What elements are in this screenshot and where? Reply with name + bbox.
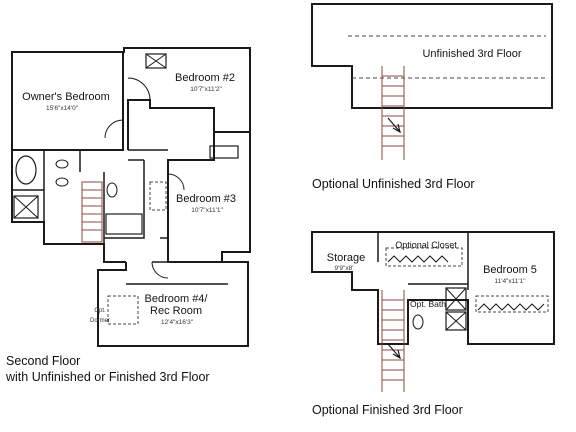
finished-floor-walls bbox=[311, 231, 555, 345]
storage-dim: 9'9"x8' bbox=[335, 265, 354, 272]
opt-bath-vanity-x bbox=[445, 311, 467, 331]
bedroom3-label: Bedroom #3 bbox=[176, 193, 236, 205]
opt-bath-shower-x bbox=[445, 287, 467, 311]
bath-dashed-outline bbox=[149, 181, 167, 211]
finished-stair bbox=[381, 290, 405, 392]
bedroom4-label-line2: Rec Room bbox=[150, 305, 202, 317]
unfinished-3rd-floor-plan bbox=[311, 3, 553, 160]
opt-bath-label: Opt. Bath bbox=[410, 299, 446, 309]
opt-dormer-label-line2: Dormer bbox=[90, 318, 110, 324]
opt-bath-toilet bbox=[412, 314, 424, 330]
unfinished-3rd-floor-label: Unfinished 3rd Floor bbox=[422, 48, 521, 60]
second-floor-caption-line2: with Unfinished or Finished 3rd Floor bbox=[6, 370, 210, 384]
second-floor-plan bbox=[11, 47, 251, 347]
finished-stair-arrow bbox=[387, 343, 401, 360]
opt-dormer-label-line1: Opt. bbox=[94, 308, 106, 314]
closet-bedroom3 bbox=[105, 213, 143, 235]
bedroom3-walls bbox=[167, 132, 251, 263]
bedroom4-dim: 12'4"x16'3" bbox=[161, 319, 194, 326]
opt-bath-vanity bbox=[445, 311, 467, 331]
owners-bath-walls bbox=[11, 150, 126, 263]
vanity-sink-2 bbox=[55, 177, 69, 187]
door-swing-owners bbox=[104, 119, 124, 139]
closet-bedroom2 bbox=[145, 53, 167, 69]
bedroom2-walls bbox=[123, 47, 251, 150]
owners-bedroom-dim: 15'6"x14'0" bbox=[46, 105, 79, 112]
owners-bedroom-label: Owner's Bedroom bbox=[22, 91, 110, 103]
opt-closet-label: Optional Closet bbox=[395, 240, 457, 250]
opt-closet-zigzag bbox=[387, 255, 449, 263]
owners-shower bbox=[13, 195, 39, 219]
owners-tub bbox=[15, 155, 37, 185]
unfinished-attic-ridge bbox=[348, 35, 546, 79]
bedroom3-dim: 10'7"x11'1" bbox=[191, 207, 223, 214]
bedroom5-dim: 11'4"x11'1" bbox=[494, 278, 526, 285]
closet-bedroom2-x bbox=[145, 53, 167, 69]
owners-bath-inner bbox=[12, 150, 105, 244]
bedroom4-partition bbox=[126, 261, 228, 285]
finished-3rd-floor-caption: Optional Finished 3rd Floor bbox=[312, 403, 463, 417]
opt-bath-shower bbox=[445, 287, 467, 311]
storage-label: Storage bbox=[327, 252, 366, 264]
door-swing-bedroom4 bbox=[151, 261, 169, 279]
second-floor-stair bbox=[81, 181, 103, 243]
bedroom4-label-line1: Bedroom #4/ bbox=[145, 293, 209, 305]
hall-bath-toilet bbox=[106, 182, 118, 198]
bedroom2-label: Bedroom #2 bbox=[175, 72, 235, 84]
unfinished-stair bbox=[381, 66, 405, 160]
unfinished-attic-walls bbox=[311, 3, 553, 109]
unfinished-3rd-floor-caption: Optional Unfinished 3rd Floor bbox=[312, 177, 475, 191]
unfinished-stair-arrow bbox=[387, 117, 401, 134]
vanity-sink-1 bbox=[55, 159, 69, 169]
door-swing-bedroom2 bbox=[127, 77, 151, 101]
finished-3rd-floor-plan bbox=[311, 231, 555, 392]
bedroom2-dim: 10'7"x11'2" bbox=[190, 86, 222, 93]
bedroom5-closet-outline bbox=[475, 295, 549, 313]
finished-floor-partitions bbox=[377, 232, 469, 290]
door-swing-bedroom3 bbox=[167, 173, 185, 191]
bedroom5-label: Bedroom 5 bbox=[483, 264, 537, 276]
bedroom5-closet-zigzag bbox=[477, 303, 545, 311]
linen-closet bbox=[209, 145, 239, 159]
opt-closet-outline bbox=[385, 247, 463, 267]
owners-bedroom-walls bbox=[11, 51, 124, 151]
owners-shower-x bbox=[13, 195, 39, 219]
hall-walls bbox=[104, 149, 168, 239]
second-floor-caption-line1: Second Floor bbox=[6, 354, 81, 368]
opt-dormer-outline bbox=[107, 295, 139, 325]
bedroom4-walls bbox=[97, 261, 249, 347]
